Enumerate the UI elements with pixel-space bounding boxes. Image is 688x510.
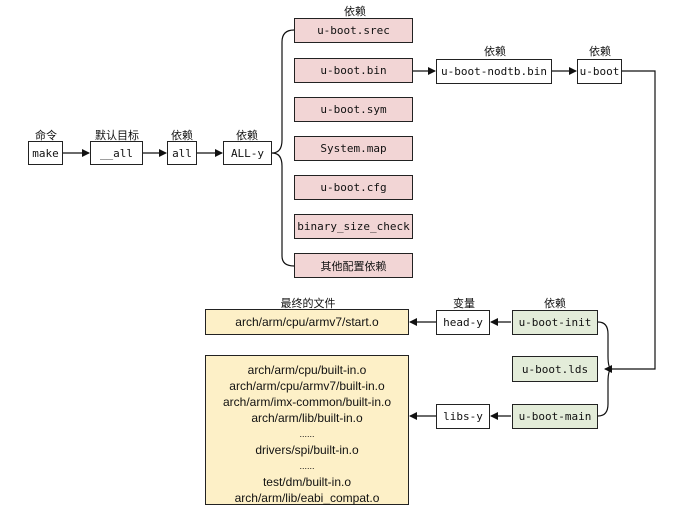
label-default-target: 默认目标 <box>95 129 139 142</box>
label-command: 命令 <box>35 129 57 142</box>
list-item: arch/arm/lib/built-in.o <box>251 411 363 425</box>
label-depend-all-y: 依赖 <box>236 129 258 142</box>
list-item: test/dm/built-in.o <box>262 475 352 489</box>
label-depend-uboot: 依赖 <box>589 45 611 58</box>
list-item: arch/arm/lib/eabi_compat.o <box>234 491 380 505</box>
list-item: arch/arm/imx-common/built-in.o <box>222 395 392 409</box>
label-final-files: 最终的文件 <box>280 297 336 310</box>
label-variable: 变量 <box>453 297 475 310</box>
make-node: make <box>28 141 63 165</box>
all-default-node: __all <box>90 141 143 165</box>
label-depend-init: 依赖 <box>544 297 566 310</box>
arrow-uboot-to-lds <box>604 70 656 373</box>
dep-u-boot-sym: u-boot.sym <box>294 97 413 122</box>
u-boot-main-node: u-boot-main <box>512 404 598 429</box>
u-boot-node: u-boot <box>577 59 622 84</box>
dep-u-boot-srec: u-boot.srec <box>294 18 413 43</box>
head-y-node: head-y <box>436 310 490 335</box>
all-y-node: ALL-y <box>223 141 272 165</box>
all-node: all <box>167 141 197 165</box>
libs-files-list: arch/arm/cpu/built-in.o arch/arm/cpu/arm… <box>205 355 409 505</box>
list-item: ...... <box>299 461 315 471</box>
u-boot-init-node: u-boot-init <box>512 310 598 335</box>
dep-u-boot-bin: u-boot.bin <box>294 58 413 83</box>
brace-lds-deps <box>597 321 613 417</box>
list-item: arch/arm/cpu/built-in.o <box>247 363 367 377</box>
start-o-file: arch/arm/cpu/armv7/start.o <box>205 309 409 335</box>
dep-system-map: System.map <box>294 136 413 161</box>
brace-all-y-deps <box>271 29 295 267</box>
list-item: ...... <box>299 429 315 439</box>
list-item: arch/arm/cpu/armv7/built-in.o <box>229 379 385 393</box>
list-item: drivers/spi/built-in.o <box>255 443 359 457</box>
libs-y-node: libs-y <box>436 404 490 429</box>
u-boot-nodtb-node: u-boot-nodtb.bin <box>436 59 552 84</box>
label-depend-nodtb: 依赖 <box>484 45 506 58</box>
dep-binary-size-check: binary_size_check <box>294 214 413 239</box>
dep-u-boot-cfg: u-boot.cfg <box>294 175 413 200</box>
label-depend-top: 依赖 <box>344 5 366 18</box>
u-boot-lds-node: u-boot.lds <box>512 356 598 382</box>
label-depend-all: 依赖 <box>171 129 193 142</box>
dep-other-config: 其他配置依赖 <box>294 253 413 278</box>
